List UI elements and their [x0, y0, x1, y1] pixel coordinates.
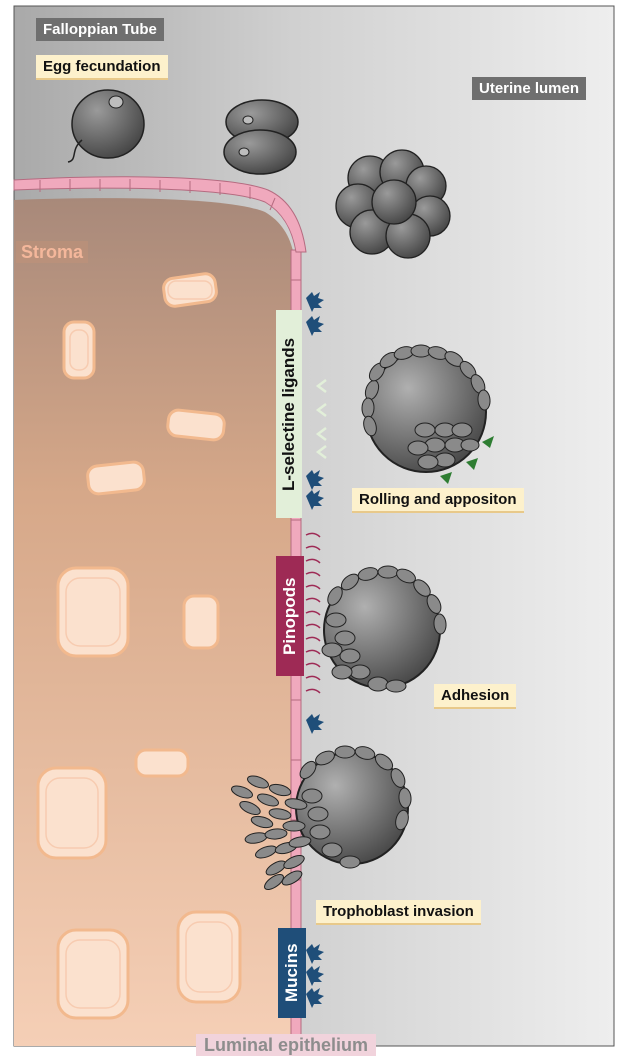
- stromal-cell: [58, 568, 128, 656]
- mucins-label: Mucins: [278, 928, 306, 1018]
- stromal-cell: [178, 912, 240, 1002]
- stroma-region: [14, 198, 295, 1046]
- luminal-epithelium-label: Luminal epithelium: [196, 1034, 376, 1056]
- fallopian-tube-label: Falloppian Tube: [36, 18, 164, 41]
- stromal-cell: [136, 750, 188, 776]
- two-cell-embryo: [224, 100, 298, 174]
- rolling-apposition-label: Rolling and appositon: [352, 488, 524, 513]
- l-selectine-ligands-text: L-selectine ligands: [279, 337, 299, 490]
- egg-fecundation-label: Egg fecundation: [36, 55, 168, 80]
- pinopods-text: Pinopods: [280, 577, 300, 654]
- stromal-cell: [162, 273, 217, 308]
- stromal-cell: [58, 930, 128, 1018]
- adhesion-label: Adhesion: [434, 684, 516, 709]
- stroma-label: Stroma: [16, 241, 88, 263]
- mucins-text: Mucins: [282, 944, 302, 1003]
- stromal-cell: [184, 596, 218, 648]
- stromal-cell: [167, 409, 225, 441]
- stromal-cell: [87, 461, 146, 495]
- uterine-lumen-label: Uterine lumen: [472, 77, 586, 100]
- trophoblast-invasion-label: Trophoblast invasion: [316, 900, 481, 925]
- pinopods-label: Pinopods: [276, 556, 304, 676]
- l-selectine-ligands-label: L-selectine ligands: [276, 310, 302, 518]
- stromal-cell: [38, 768, 106, 858]
